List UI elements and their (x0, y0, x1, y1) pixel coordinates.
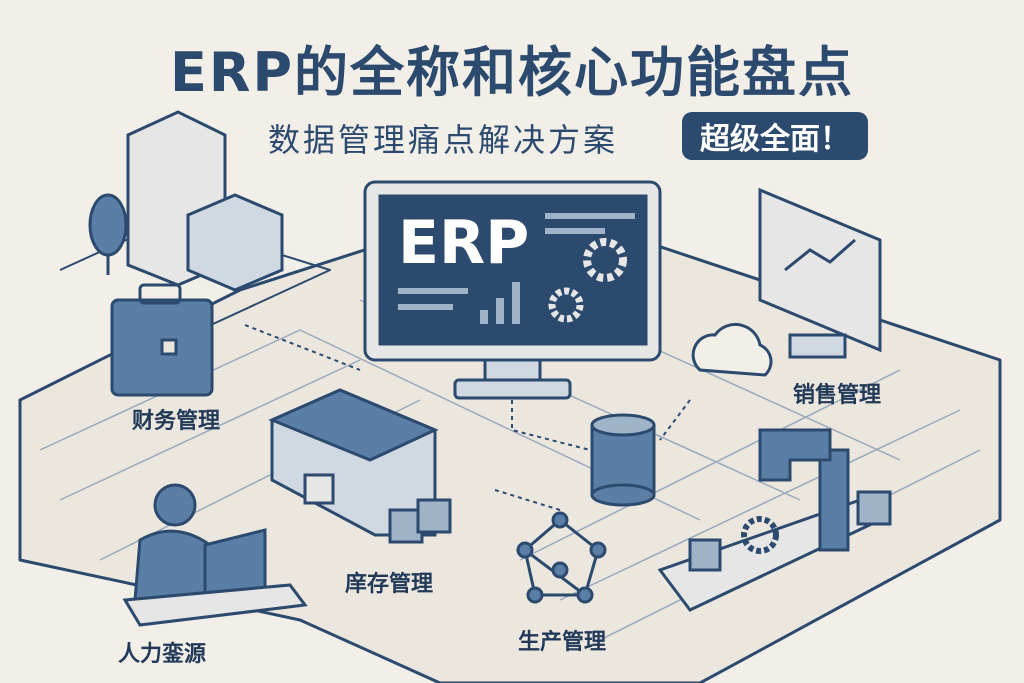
building-icon (88, 110, 284, 292)
subtitle: 数据管理痛点解决方案 (268, 121, 619, 159)
box-icon (688, 538, 722, 572)
box-icon (856, 490, 892, 526)
gear-icon (741, 516, 779, 554)
robot-arm-icon (657, 428, 892, 612)
sales-chart-icon (758, 187, 882, 359)
database-icon (590, 413, 656, 507)
monitor-icon (363, 180, 662, 400)
label-finance: 财务管理 (132, 409, 221, 434)
cloud-icon (691, 322, 773, 377)
box-icon (416, 498, 452, 534)
warehouse-icon (268, 388, 452, 544)
gear-icon (548, 287, 584, 323)
page-title: ERP的全称和核心功能盘点 (169, 41, 855, 104)
monitor-erp-text: ERP (398, 208, 530, 278)
box-icon (303, 473, 335, 505)
label-hr: 人力銮源 (118, 642, 207, 667)
label-production: 生产管理 (518, 630, 607, 655)
label-inventory: 庠存管理 (345, 572, 434, 597)
person-laptop-icon (122, 483, 308, 627)
network-icon (516, 511, 607, 604)
label-sales: 销售管理 (793, 383, 882, 408)
gear-icon (583, 238, 627, 282)
highlight-badge: 超级全面！ (682, 112, 868, 160)
briefcase-icon (110, 283, 214, 397)
bar-chart-icon (398, 213, 635, 324)
